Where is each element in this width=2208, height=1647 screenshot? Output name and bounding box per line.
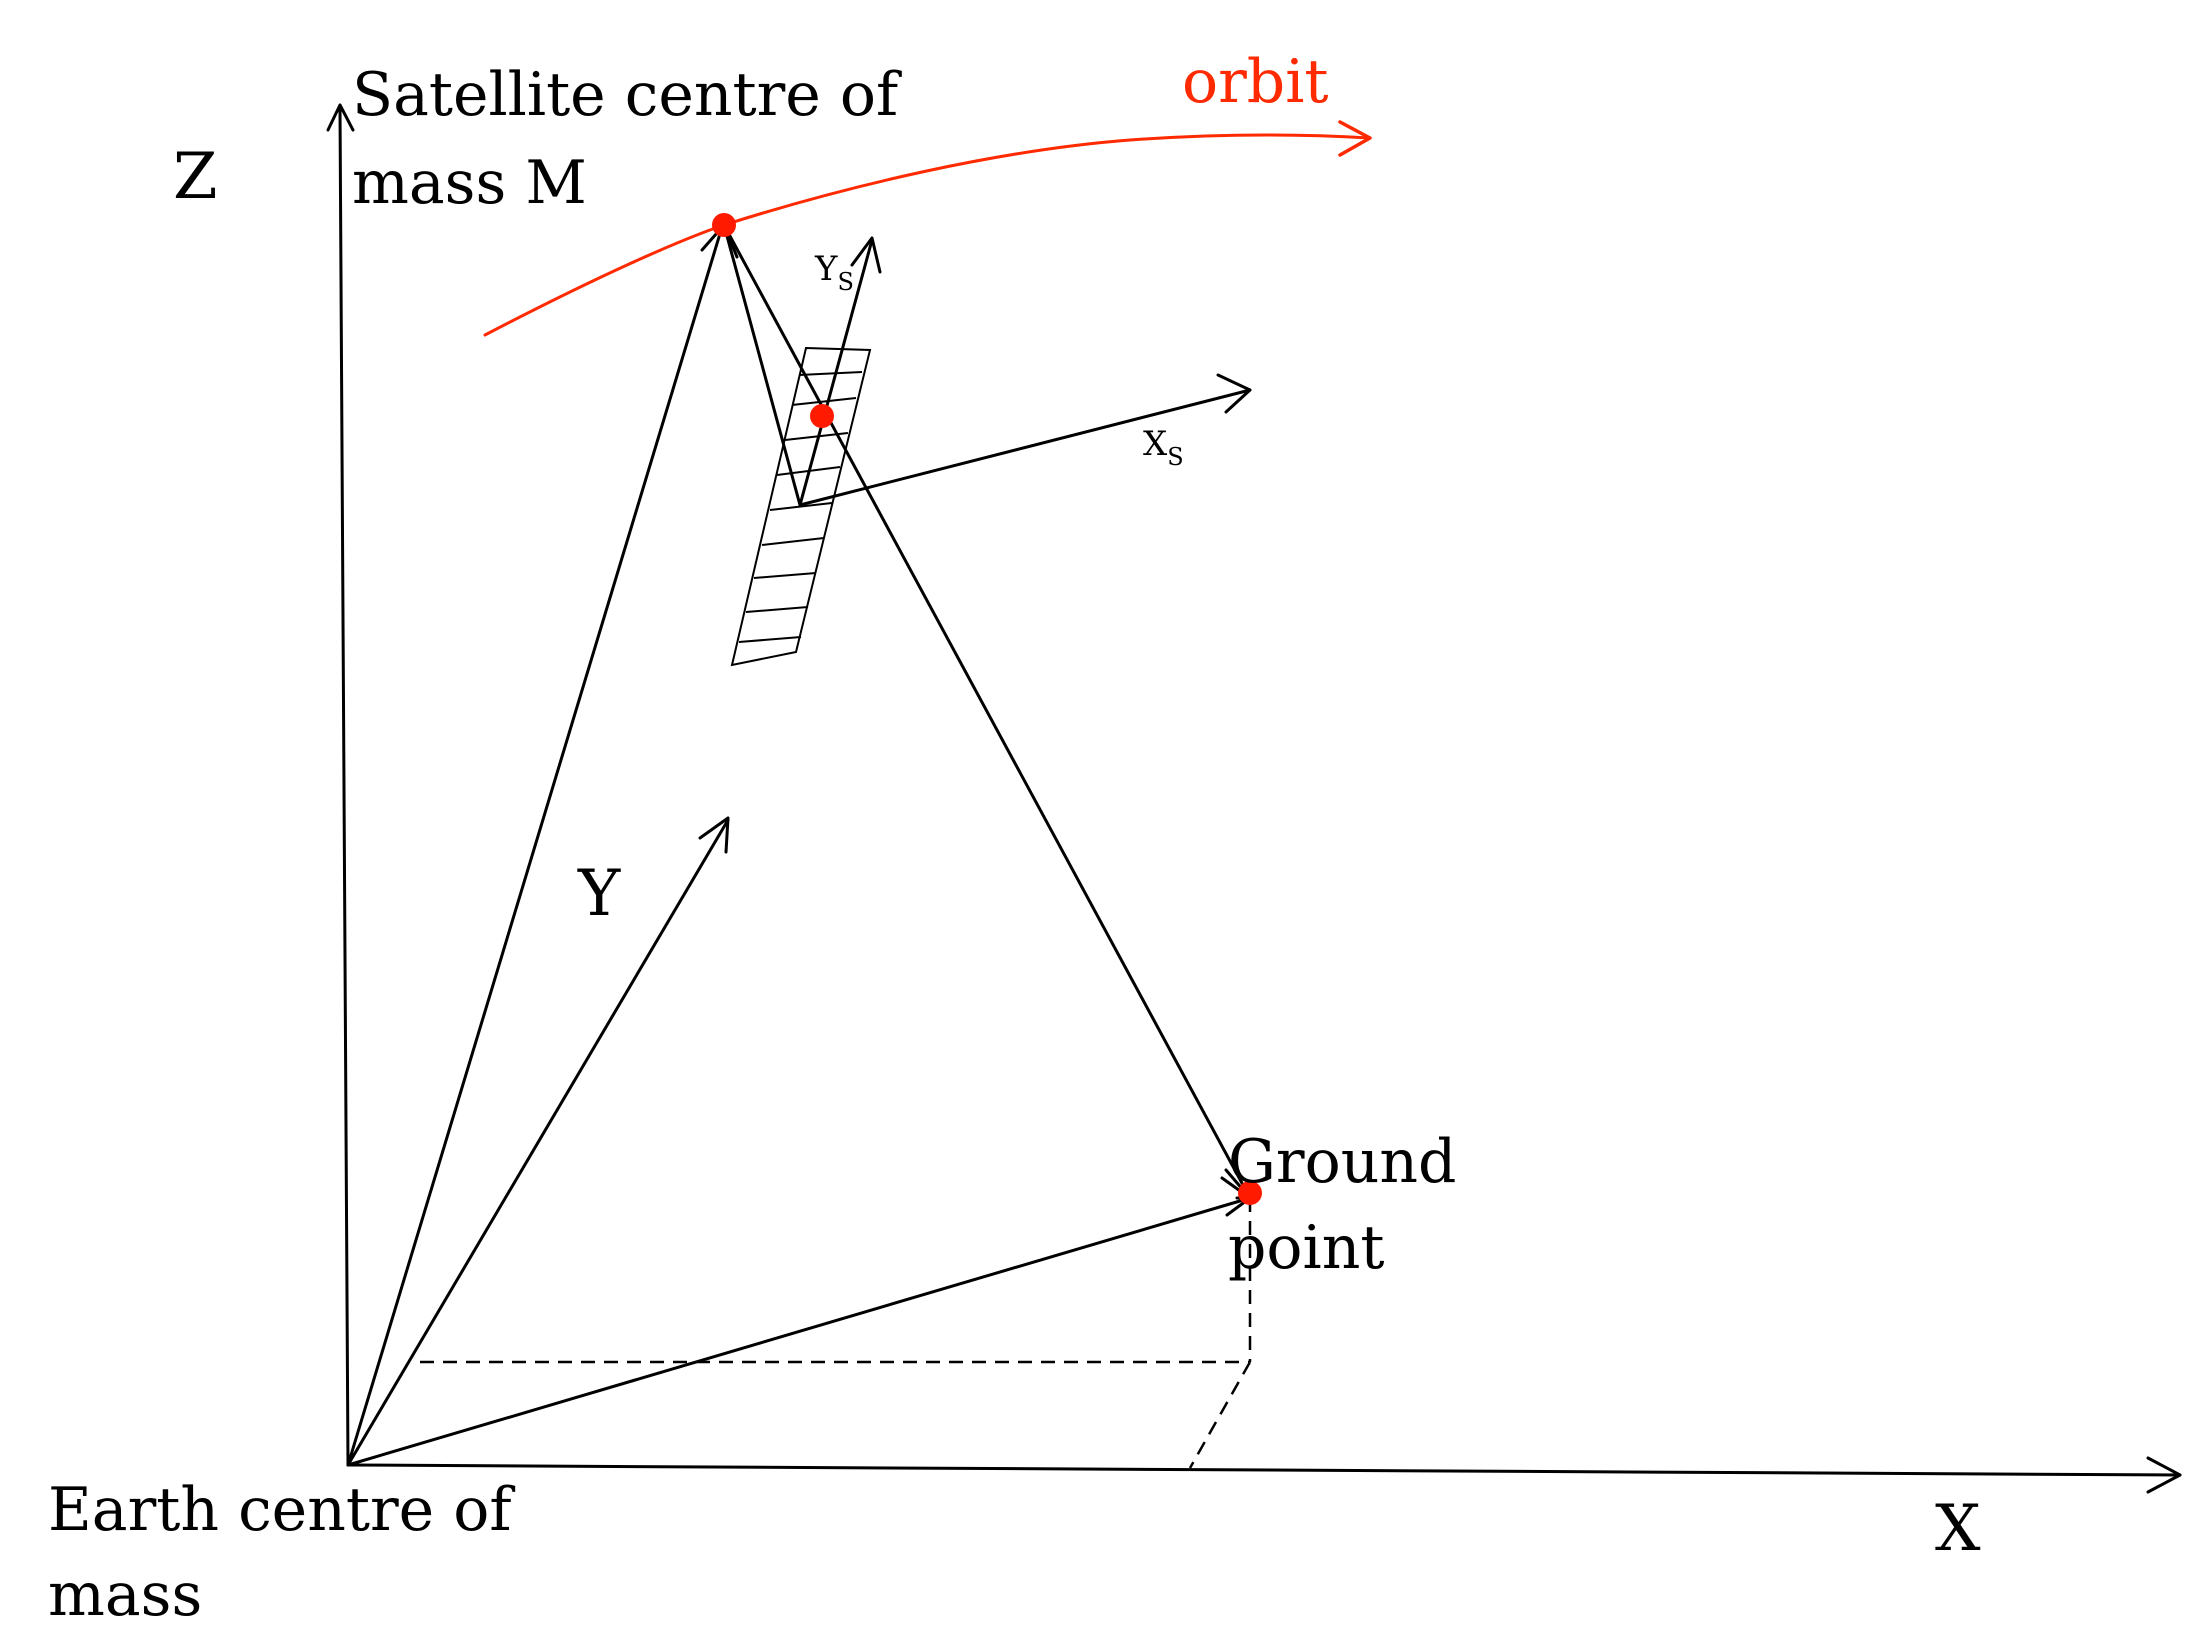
sensor-xs-axis (798, 373, 1252, 507)
projection-lines (420, 1198, 1252, 1469)
sensor-point (810, 404, 834, 428)
ground-label-line2: point (1228, 1213, 1384, 1283)
earth-label-line1: Earth centre of (48, 1475, 515, 1545)
y-axis-label: Y (577, 857, 621, 931)
earth-to-satellite-vector (346, 223, 739, 1467)
satellite-to-sensor-line (722, 223, 802, 507)
x-axis-label: X (1935, 1492, 1981, 1566)
satellite-point (712, 213, 736, 237)
sensor-ys-axis (798, 236, 882, 507)
satellite-label-line2: mass M (352, 148, 587, 218)
z-axis (326, 103, 355, 1467)
x-axis (346, 1456, 2182, 1494)
ground-point (1238, 1181, 1262, 1205)
orbit-label: orbit (1182, 47, 1329, 117)
satellite-label-line1: Satellite centre of (352, 60, 902, 130)
ground-label-line1: Ground (1228, 1127, 1456, 1197)
line-of-sight (722, 223, 1252, 1200)
earth-label-line2: mass (48, 1560, 202, 1630)
earth-to-ground-vector (346, 1176, 1252, 1467)
z-axis-label: Z (173, 140, 217, 214)
sensor-array (730, 346, 872, 667)
orbit-curve (483, 120, 1372, 337)
xs-label: XS (1143, 424, 1184, 471)
y-axis (346, 816, 730, 1467)
ys-label: YS (814, 249, 854, 296)
